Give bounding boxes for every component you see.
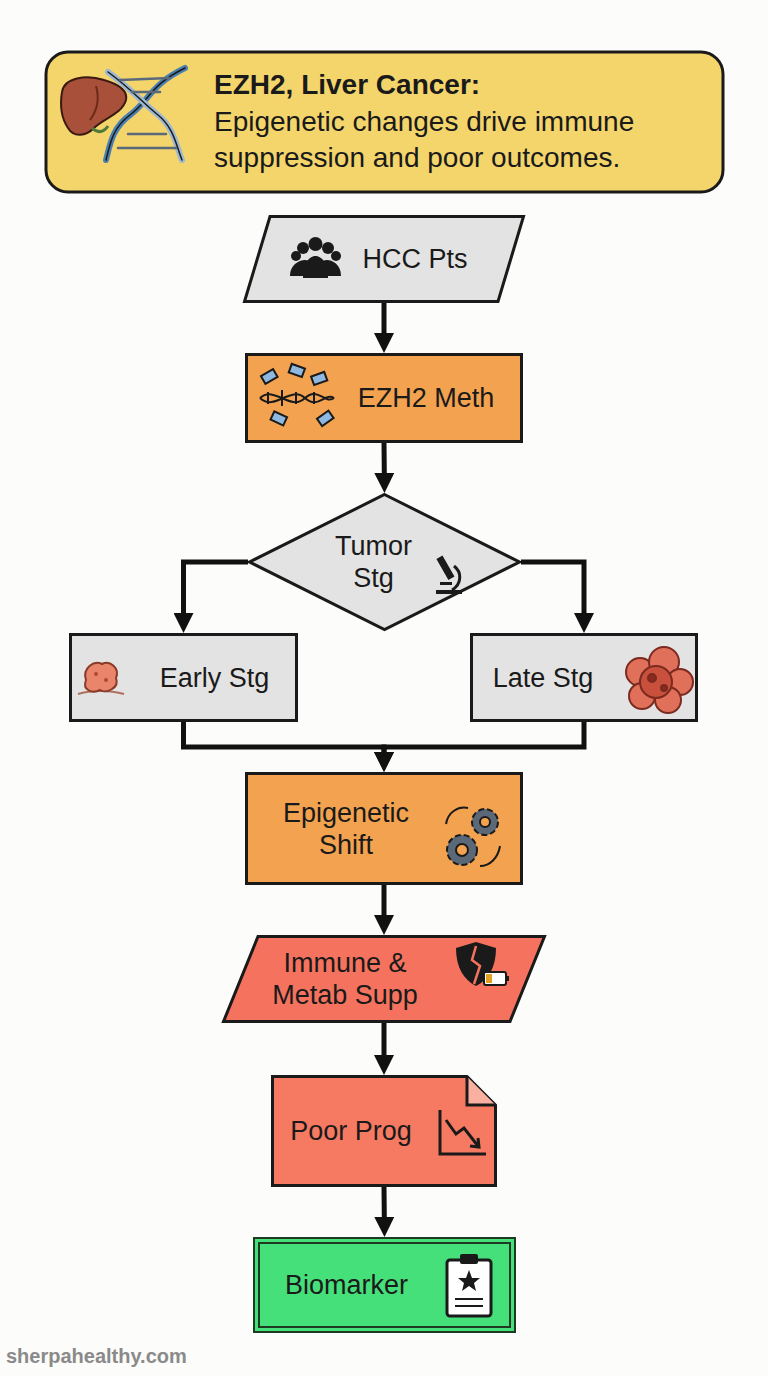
output-parallelogram: Immune & Metab Supp	[222, 935, 546, 1023]
flow-arrow	[384, 722, 584, 760]
outline-path	[224, 937, 545, 1022]
outline-path	[245, 217, 524, 302]
node-label: Late Stg	[473, 662, 613, 694]
node-label: Tumor Stg	[326, 530, 421, 594]
text-group: Early Stg	[135, 662, 295, 694]
folded-corner	[467, 1077, 496, 1106]
title-text: EZH2, Liver Cancer:	[214, 68, 714, 102]
text-group: Poor Prog	[276, 1115, 426, 1147]
stage-box: Early Stg	[69, 633, 298, 722]
text-group: Late Stg	[473, 662, 613, 694]
outline-path	[250, 495, 520, 630]
input-parallelogram: HCC Pts	[243, 215, 525, 303]
liver-icon	[61, 77, 126, 134]
terminal-box: Biomarker	[253, 1237, 516, 1333]
flow-arrow	[521, 562, 584, 621]
process-box: Epigenetic Shift	[245, 772, 523, 885]
text-group: Tumor Stg	[326, 530, 421, 594]
node-label: Epigenetic Shift	[266, 797, 426, 861]
subtitle-text: Epigenetic changes drive immune suppress…	[214, 104, 714, 176]
flow-arrow	[184, 722, 385, 760]
node-label: HCC Pts	[315, 243, 515, 275]
text-group: Epigenetic Shift	[266, 797, 426, 861]
node-label: Early Stg	[135, 662, 295, 694]
text-group: EZH2 Meth	[332, 382, 520, 414]
flow-arrow	[382, 1023, 387, 1063]
node-label: Poor Prog	[276, 1115, 426, 1147]
node-outline	[248, 493, 521, 631]
flow-arrow	[382, 1187, 387, 1225]
node-label: Immune & Metab Supp	[263, 947, 428, 1011]
decision-diamond: Tumor Stg	[248, 493, 521, 631]
outline-path	[273, 1077, 496, 1186]
node-label: EZH2 Meth	[332, 382, 520, 414]
text-group: HCC Pts	[315, 243, 515, 275]
flow-arrow	[184, 562, 249, 621]
stage-box: Late Stg	[470, 633, 698, 722]
document-shape: Poor Prog	[271, 1075, 497, 1187]
flow-arrow	[382, 443, 387, 481]
node-label: Biomarker	[262, 1269, 432, 1301]
flow-arrow	[382, 885, 387, 923]
watermark: sherpahealthy.com	[6, 1344, 306, 1368]
dna-icon	[106, 68, 185, 160]
text-group: Immune & Metab Supp	[263, 947, 428, 1011]
text-group: Biomarker	[262, 1269, 432, 1301]
process-box: EZH2 Meth	[245, 353, 523, 443]
title-banner	[46, 52, 723, 192]
flow-arrow	[382, 303, 387, 341]
